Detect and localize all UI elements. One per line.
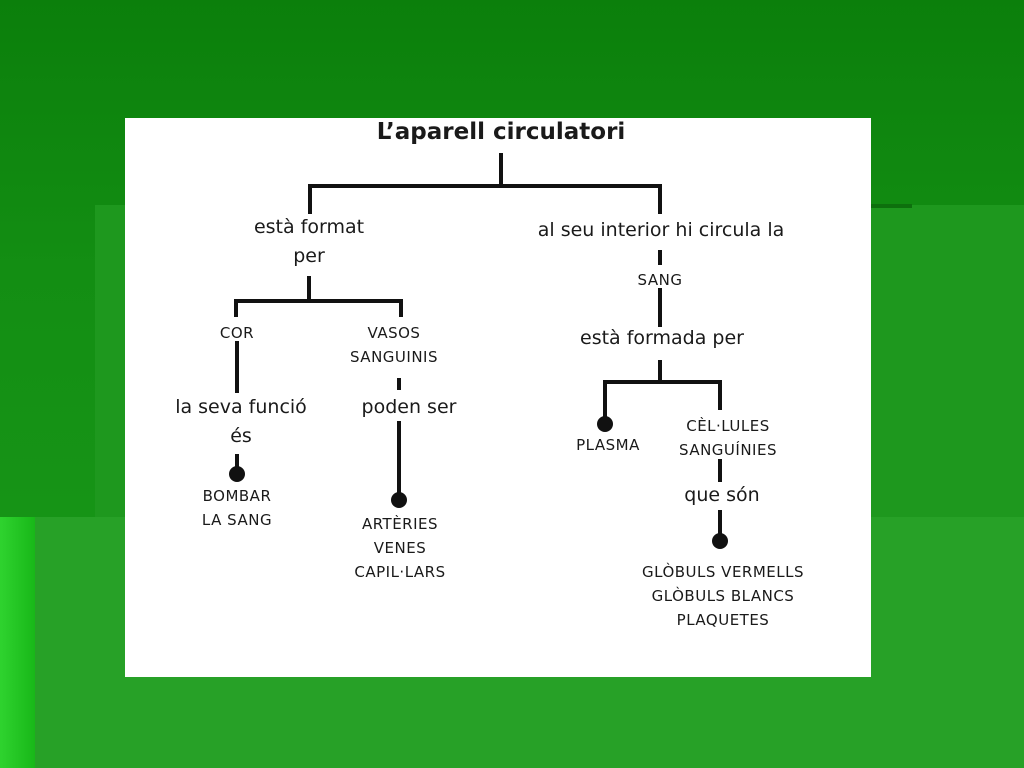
diagram-title: L’aparell circulatori: [376, 119, 626, 145]
node-bombar-la-sang: BOMBAR LA SANG: [202, 484, 272, 532]
node-cor: COR: [219, 324, 255, 342]
node-line: CAPIL·LARS: [354, 563, 446, 581]
node-line: ARTÈRIES: [361, 515, 439, 533]
node-line: VENES: [373, 539, 427, 557]
node-line: SANGUÍNIES: [679, 441, 777, 459]
node-line: SANGUINIS: [350, 348, 438, 366]
node-plasma: PLASMA: [576, 436, 640, 454]
node-line: LA SANG: [201, 511, 273, 529]
node-dot: [391, 492, 407, 508]
node-line: GLÒBULS BLANCS: [651, 587, 795, 605]
link-line: la seva funció: [175, 396, 307, 418]
link-line: està format: [253, 216, 365, 238]
node-dot: [229, 466, 245, 482]
link-esta-format: està format per: [254, 213, 364, 271]
node-dot: [712, 533, 728, 549]
node-sang: SANG: [637, 271, 683, 289]
node-vasos-sanguinis: VASOS SANGUINIS: [350, 321, 438, 369]
connector-lines: [229, 153, 728, 549]
node-line: GLÒBULS VERMELLS: [642, 563, 804, 581]
link-que-son: que són: [684, 484, 760, 506]
node-cellules-sanguinies: CÈL·LULES SANGUÍNIES: [679, 414, 777, 462]
node-line: PLAQUETES: [676, 611, 770, 629]
node-vasos-types: ARTÈRIES VENES CAPIL·LARS: [354, 512, 445, 584]
node-line: CÈL·LULES: [686, 417, 770, 435]
background-line: [860, 204, 912, 208]
node-globuls: GLÒBULS VERMELLS GLÒBULS BLANCS PLAQUETE…: [642, 560, 804, 632]
link-interior: al seu interior hi circula la: [537, 219, 785, 241]
link-line: per: [293, 245, 325, 267]
concept-map-panel: L’aparell circulatori està format per al…: [125, 118, 871, 677]
node-line: VASOS: [367, 324, 421, 342]
node-line: BOMBAR: [202, 487, 272, 505]
background-accent: [0, 517, 35, 768]
node-dot: [597, 416, 613, 432]
link-line: és: [230, 425, 252, 447]
link-esta-formada: està formada per: [580, 327, 744, 349]
link-poden-ser: poden ser: [361, 396, 457, 418]
link-funcio: la seva funció és: [175, 393, 307, 451]
